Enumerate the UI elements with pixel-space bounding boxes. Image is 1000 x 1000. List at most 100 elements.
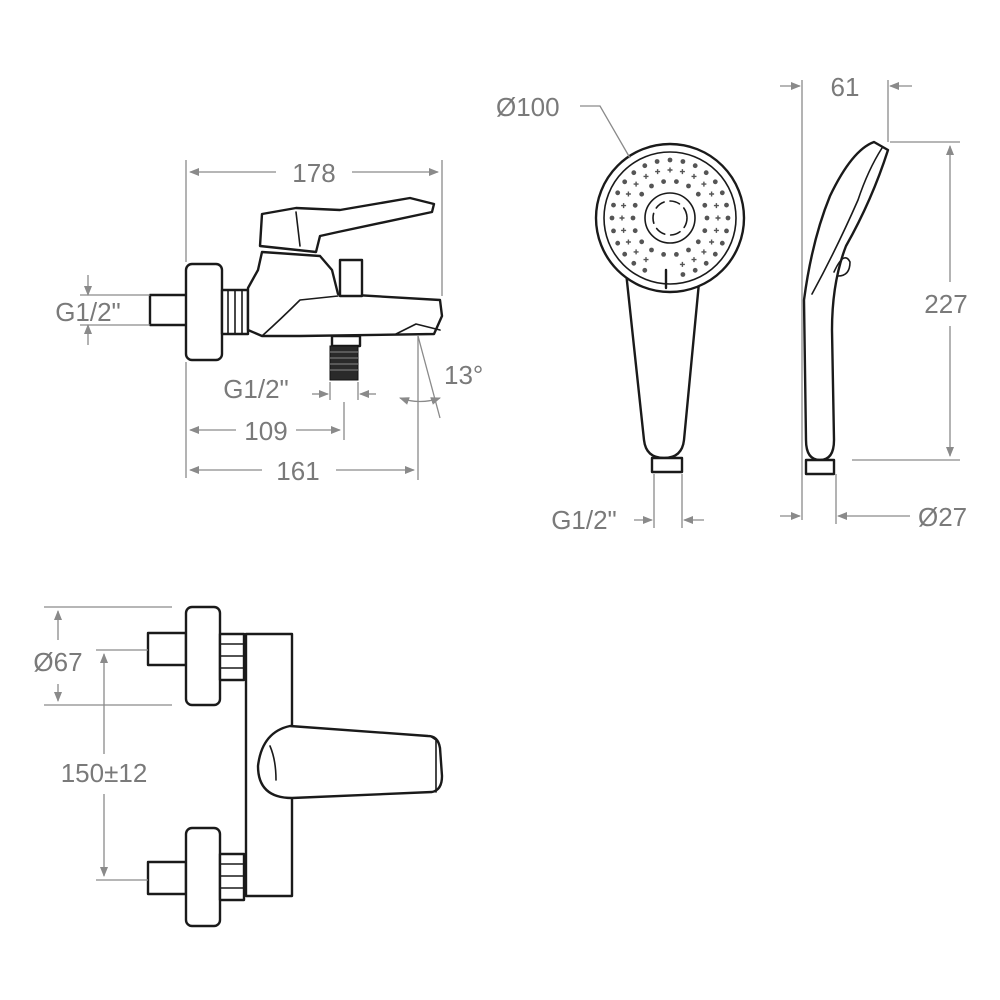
shower-outlet-nut xyxy=(330,334,362,348)
dim-label-161: 161 xyxy=(276,456,319,486)
nozzle-cross xyxy=(691,173,697,179)
nozzle-cross xyxy=(701,181,707,187)
nozzle-cross xyxy=(709,239,715,245)
top-pipe-lower xyxy=(146,860,188,896)
top-nut-lower xyxy=(218,852,246,902)
nozzle-dot xyxy=(702,202,708,208)
nozzle-dot xyxy=(661,252,666,257)
nozzle-cross xyxy=(643,257,649,263)
shower-side-connector xyxy=(804,458,836,476)
nozzle-cross xyxy=(625,239,631,245)
hand-shower-front-view: Ø100 G1/2" xyxy=(496,92,746,535)
top-flange-upper xyxy=(184,605,222,707)
shower-side-body xyxy=(802,140,890,462)
nozzle-dot xyxy=(725,215,731,221)
shower-head-center xyxy=(644,192,696,244)
hand-shower-side-view: 61 227 Ø27 xyxy=(780,72,968,532)
dim-label-thread-shower: G1/2" xyxy=(551,505,617,535)
nozzle-dot xyxy=(692,267,698,273)
nozzle-dot xyxy=(719,240,725,246)
nozzle-dot xyxy=(615,190,621,196)
nozzle-dot xyxy=(674,252,679,257)
wall-flange xyxy=(184,262,224,362)
dim-label-angle: 13° xyxy=(444,360,483,390)
nozzle-dot xyxy=(642,163,648,169)
nozzle-dot xyxy=(632,202,638,208)
dim-label-thread-spout: G1/2" xyxy=(223,374,289,404)
shower-side-clip xyxy=(833,256,851,277)
mixer-lever xyxy=(258,196,436,254)
dim-label-center-distance: 150±12 xyxy=(61,758,148,788)
nozzle-cross xyxy=(625,191,631,197)
dim-label-227: 227 xyxy=(924,289,967,319)
dim-label-thread-left: G1/2" xyxy=(55,297,121,327)
nozzle-dot xyxy=(712,251,718,257)
nozzle-dot xyxy=(642,267,648,273)
nozzle-cross xyxy=(643,173,649,179)
nozzle-dot xyxy=(631,170,637,176)
nozzle-cross xyxy=(655,169,661,175)
nozzle-dot xyxy=(724,228,729,234)
dim-label-hose-diameter: Ø27 xyxy=(918,502,967,532)
dim-label-109: 109 xyxy=(244,416,287,446)
nozzle-dot xyxy=(667,157,673,163)
faucet-side-view: 178 G1/2" G1/2" 13° 109 161 xyxy=(55,158,483,486)
nozzle-dot xyxy=(611,202,616,208)
dim-label-handle-depth: 61 xyxy=(831,72,860,102)
nozzle-cross xyxy=(619,215,625,221)
nozzle-cross xyxy=(713,227,719,233)
nozzle-dot xyxy=(649,247,654,253)
nozzle-cross xyxy=(633,249,639,255)
dim-label-head-diameter: Ø100 xyxy=(496,92,560,122)
nozzle-cross xyxy=(633,181,639,187)
nozzle-cross xyxy=(679,169,685,175)
shower-outlet-thread xyxy=(329,345,359,381)
nozzle-dot xyxy=(615,240,621,246)
top-mixer-lever xyxy=(256,724,444,800)
nozzle-dot xyxy=(649,183,654,189)
nozzle-dot xyxy=(695,191,701,197)
diverter-knob xyxy=(338,258,364,298)
nozzle-dot xyxy=(611,228,616,234)
nozzle-dot xyxy=(661,179,666,185)
nozzle-dot xyxy=(686,183,691,189)
nozzle-dot xyxy=(639,191,645,197)
nozzle-dot xyxy=(680,159,686,164)
nozzle-dot xyxy=(631,260,637,266)
nozzle-dot xyxy=(692,163,698,169)
wall-pipe xyxy=(148,293,190,327)
nozzle-dot xyxy=(674,179,679,185)
nozzle-dot xyxy=(702,228,708,234)
nozzle-cross xyxy=(667,167,673,173)
nozzle-dot xyxy=(630,215,636,221)
nozzle-dot xyxy=(724,202,729,208)
nozzle-dot xyxy=(695,239,701,245)
top-flange-lower xyxy=(184,826,222,928)
nozzle-cross xyxy=(621,227,627,233)
nozzle-dot xyxy=(712,179,718,185)
dim-label-flange-diameter: Ø67 xyxy=(33,647,82,677)
nozzle-cross xyxy=(691,257,697,263)
shower-connector xyxy=(650,456,684,474)
nozzle-cross xyxy=(715,215,721,221)
nozzle-cross xyxy=(709,191,715,197)
nozzle-dot xyxy=(639,239,645,245)
nozzle-cross xyxy=(701,249,707,255)
nozzle-dot xyxy=(654,159,660,164)
nozzle-cross xyxy=(713,203,719,209)
nozzle-dot xyxy=(622,251,628,257)
shower-handle xyxy=(624,270,702,460)
nozzle-dot xyxy=(703,260,709,266)
shower-head-inner xyxy=(603,151,737,285)
dim-label-178: 178 xyxy=(292,158,335,188)
nozzle-dot xyxy=(686,247,691,253)
nozzle-dot xyxy=(609,215,615,221)
nozzle-dot xyxy=(622,179,628,185)
nozzle-dot xyxy=(719,190,725,196)
shower-nozzles xyxy=(609,157,731,277)
top-nut-upper xyxy=(218,632,246,682)
nozzle-dot xyxy=(703,170,709,176)
faucet-top-view: Ø67 150±12 xyxy=(33,605,444,928)
nozzle-cross xyxy=(621,203,627,209)
